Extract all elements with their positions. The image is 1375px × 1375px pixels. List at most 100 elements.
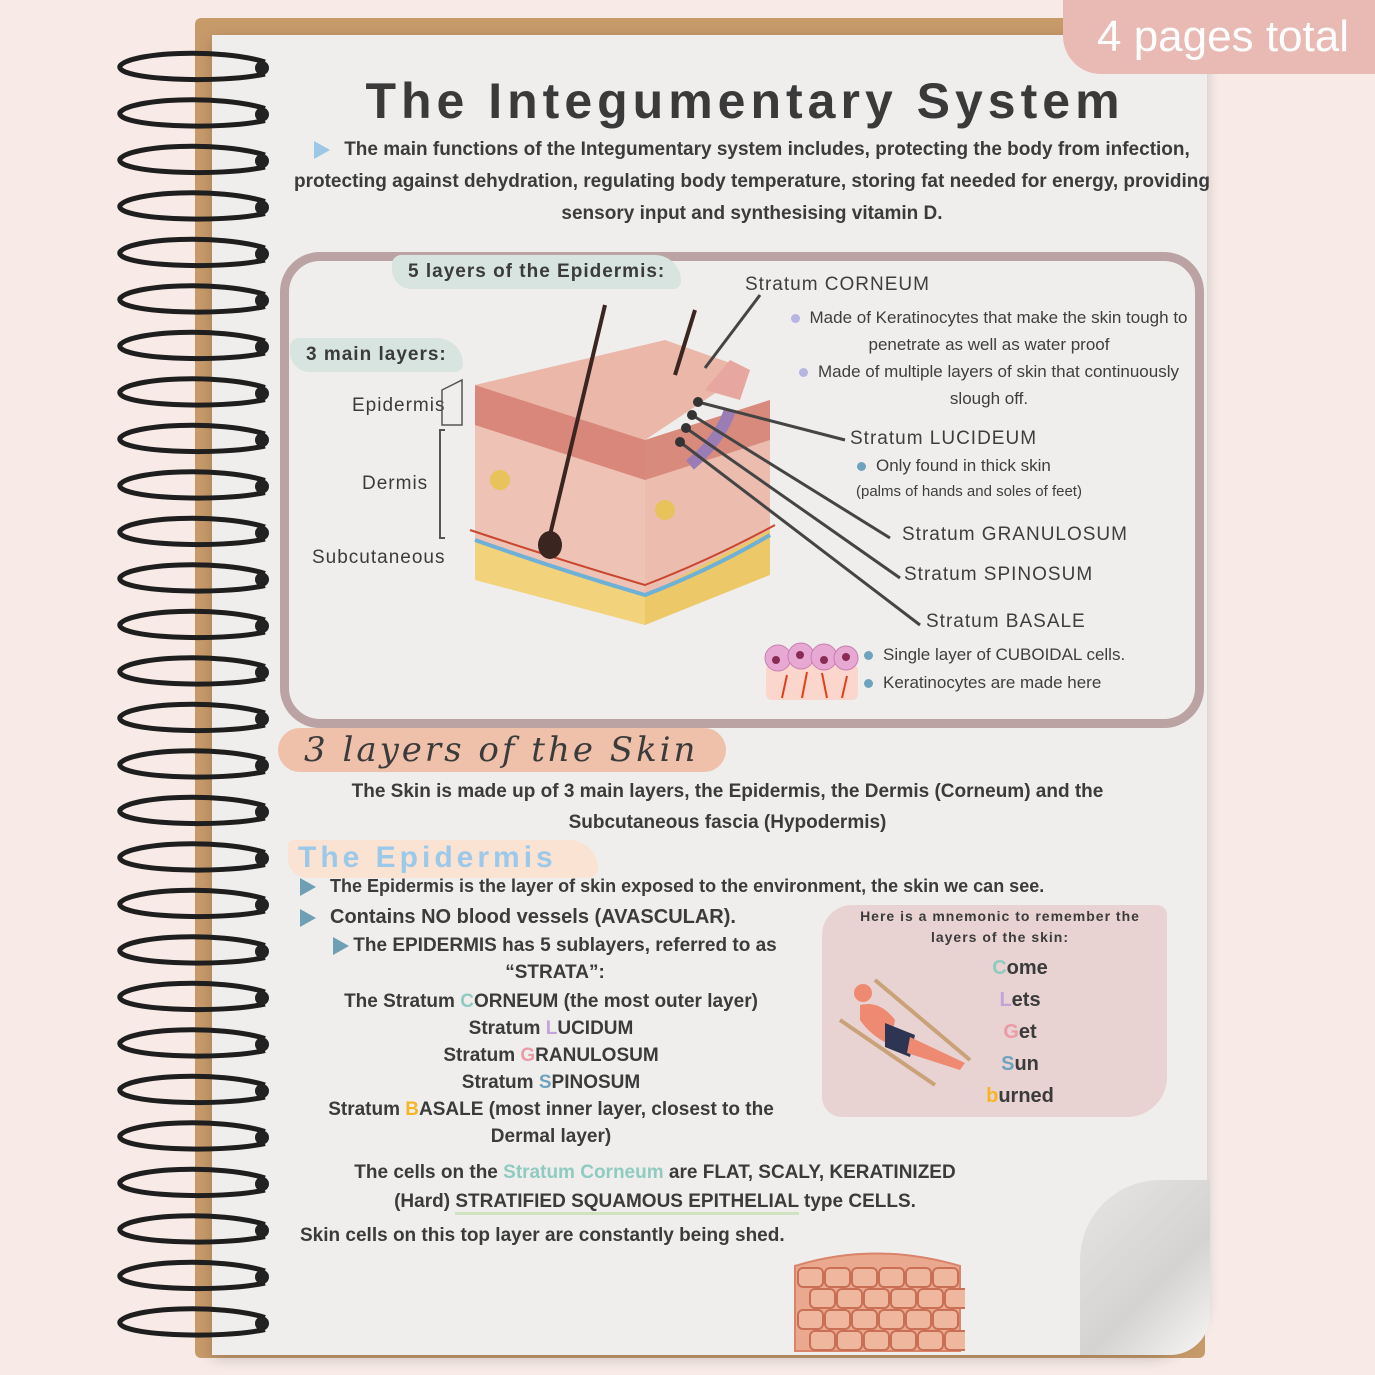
mnemonic-word: burned (960, 1080, 1080, 1112)
shed-text: Skin cells on this top layer are constan… (300, 1225, 785, 1246)
mnemonic-rest: un (1014, 1053, 1039, 1075)
epidermis-layers-heading: 5 layers of the Epidermis: (392, 255, 682, 289)
binding-hole (255, 944, 269, 959)
squamous-cell (809, 1288, 836, 1309)
squamous-cell (863, 1288, 890, 1309)
spiral-ring (117, 143, 266, 176)
bullet-dot-icon (864, 651, 873, 661)
cuboidal-cells-illustration (764, 642, 859, 700)
mnemonic-initial: G (1003, 1021, 1019, 1043)
mnemonic-word: Sun (960, 1048, 1080, 1080)
squamous-cell (917, 1330, 944, 1351)
spiral-ring (117, 283, 266, 315)
binding-hole (255, 386, 269, 401)
binding-hole (255, 712, 269, 726)
triangle-bullet-icon (300, 908, 316, 927)
spiral-ring (117, 841, 266, 873)
squamous-cell (809, 1330, 836, 1351)
squamous-cell (851, 1267, 878, 1288)
squamous-cell (905, 1309, 932, 1330)
basale-label: Stratum BASALE (926, 611, 1086, 632)
mnemonic-initial: C (992, 957, 1007, 979)
squamous-cell (890, 1330, 917, 1351)
spiral-ring (117, 1166, 266, 1199)
spiral-ring (117, 469, 266, 501)
spiral-ring (117, 1073, 266, 1106)
corneum-details: Made of Keratinocytes that make the skin… (790, 304, 1188, 412)
corneum-bullet: Made of Keratinocytes that make the skin… (790, 304, 1188, 358)
spiral-ring (117, 329, 266, 362)
epidermis-heading: The Epidermis (288, 840, 598, 878)
text: are FLAT, SCALY, KERATINIZED (663, 1162, 956, 1183)
binding-hole (255, 293, 269, 308)
label-subcutaneous: Subcutaneous (312, 547, 446, 568)
binding-hole (255, 805, 269, 819)
spiral-binding (117, 50, 269, 1338)
basale-bullet: Single layer of CUBOIDAL cells. (864, 641, 1125, 669)
spiral-ring (117, 97, 266, 129)
squamous-cell (836, 1330, 863, 1351)
spiral-ring (117, 50, 266, 83)
mnemonic-initial: b (986, 1085, 999, 1107)
binding-hole (255, 572, 269, 587)
page-count-badge: 4 pages total (1063, 0, 1375, 74)
stratum-prefix: Stratum (443, 1045, 521, 1066)
spiral-ring (117, 422, 266, 455)
strata-list: The Stratum CORNEUM (the most outer laye… (296, 988, 806, 1150)
spiral-ring (117, 1120, 266, 1152)
epidermis-bullet: The Epidermis is the layer of skin expos… (300, 873, 1044, 899)
stratum-prefix: Stratum (468, 1018, 546, 1039)
page-curl (1080, 1180, 1210, 1355)
squamous-cell (824, 1267, 851, 1288)
triangle-bullet-icon (314, 140, 331, 159)
stratum-item: Stratum GRANULOSUM (296, 1042, 806, 1069)
stratum-initial: S (538, 1072, 552, 1093)
text: The cells on the (354, 1162, 504, 1183)
binding-hole (255, 1037, 269, 1052)
spiral-ring (117, 934, 266, 966)
binding-hole (255, 851, 269, 866)
squamous-cell (944, 1288, 965, 1309)
squamous-cell (878, 1267, 905, 1288)
spiral-ring (117, 980, 266, 1013)
page-title: The Integumentary System (365, 73, 1125, 129)
spiral-ring (117, 1027, 266, 1059)
intro-text: The main functions of the Integumentary … (282, 134, 1222, 230)
stratum-rest: ORNEUM (the most outer layer) (473, 991, 758, 1012)
stratum-item: The Stratum CORNEUM (the most outer laye… (296, 988, 806, 1015)
spiral-ring (117, 562, 266, 594)
text: type CELLS. (798, 1191, 916, 1212)
bullet-text: Single layer of CUBOIDAL cells. (883, 645, 1126, 664)
basale-bullet: Keratinocytes are made here (864, 669, 1125, 697)
binding-hole (255, 758, 269, 773)
bullet-dot-icon (790, 314, 800, 324)
triangle-bullet-icon (333, 936, 350, 955)
spiral-ring (117, 515, 266, 548)
stratum-rest: ASALE (most inner layer, closest to the … (419, 1099, 774, 1147)
bullet-text: Only found in thick skin (876, 456, 1051, 475)
epidermis-bullet: Contains NO blood vessels (AVASCULAR). (300, 903, 736, 931)
spiral-ring (117, 701, 266, 734)
intro-body: The main functions of the Integumentary … (294, 139, 1210, 224)
squamous-cell (905, 1267, 932, 1288)
binding-hole (255, 340, 269, 354)
bullet-text: Keratinocytes are made here (883, 673, 1102, 692)
spiral-ring (117, 655, 266, 687)
stratum-initial: L (545, 1018, 558, 1039)
bullet-text: The EPIDERMIS has 5 sublayers, referred … (353, 935, 777, 983)
squamous-cell (836, 1288, 863, 1309)
binding-hole (255, 61, 269, 75)
mnemonic-initial: L (999, 989, 1012, 1011)
skin-layers-heading: 3 layers of the Skin (278, 728, 726, 772)
mnemonic-rest: ome (1006, 957, 1048, 979)
binding-hole (255, 898, 269, 912)
mnemonic-rest: ets (1011, 989, 1041, 1011)
squamous-cell (944, 1330, 965, 1351)
squamous-cell (797, 1309, 824, 1330)
mnemonic-word: Get (960, 1016, 1080, 1048)
lucideum-bullet: Only found in thick skin (857, 456, 1051, 476)
binding-hole (255, 433, 269, 447)
binding-hole (255, 154, 269, 168)
stratum-initial: C (460, 991, 474, 1012)
